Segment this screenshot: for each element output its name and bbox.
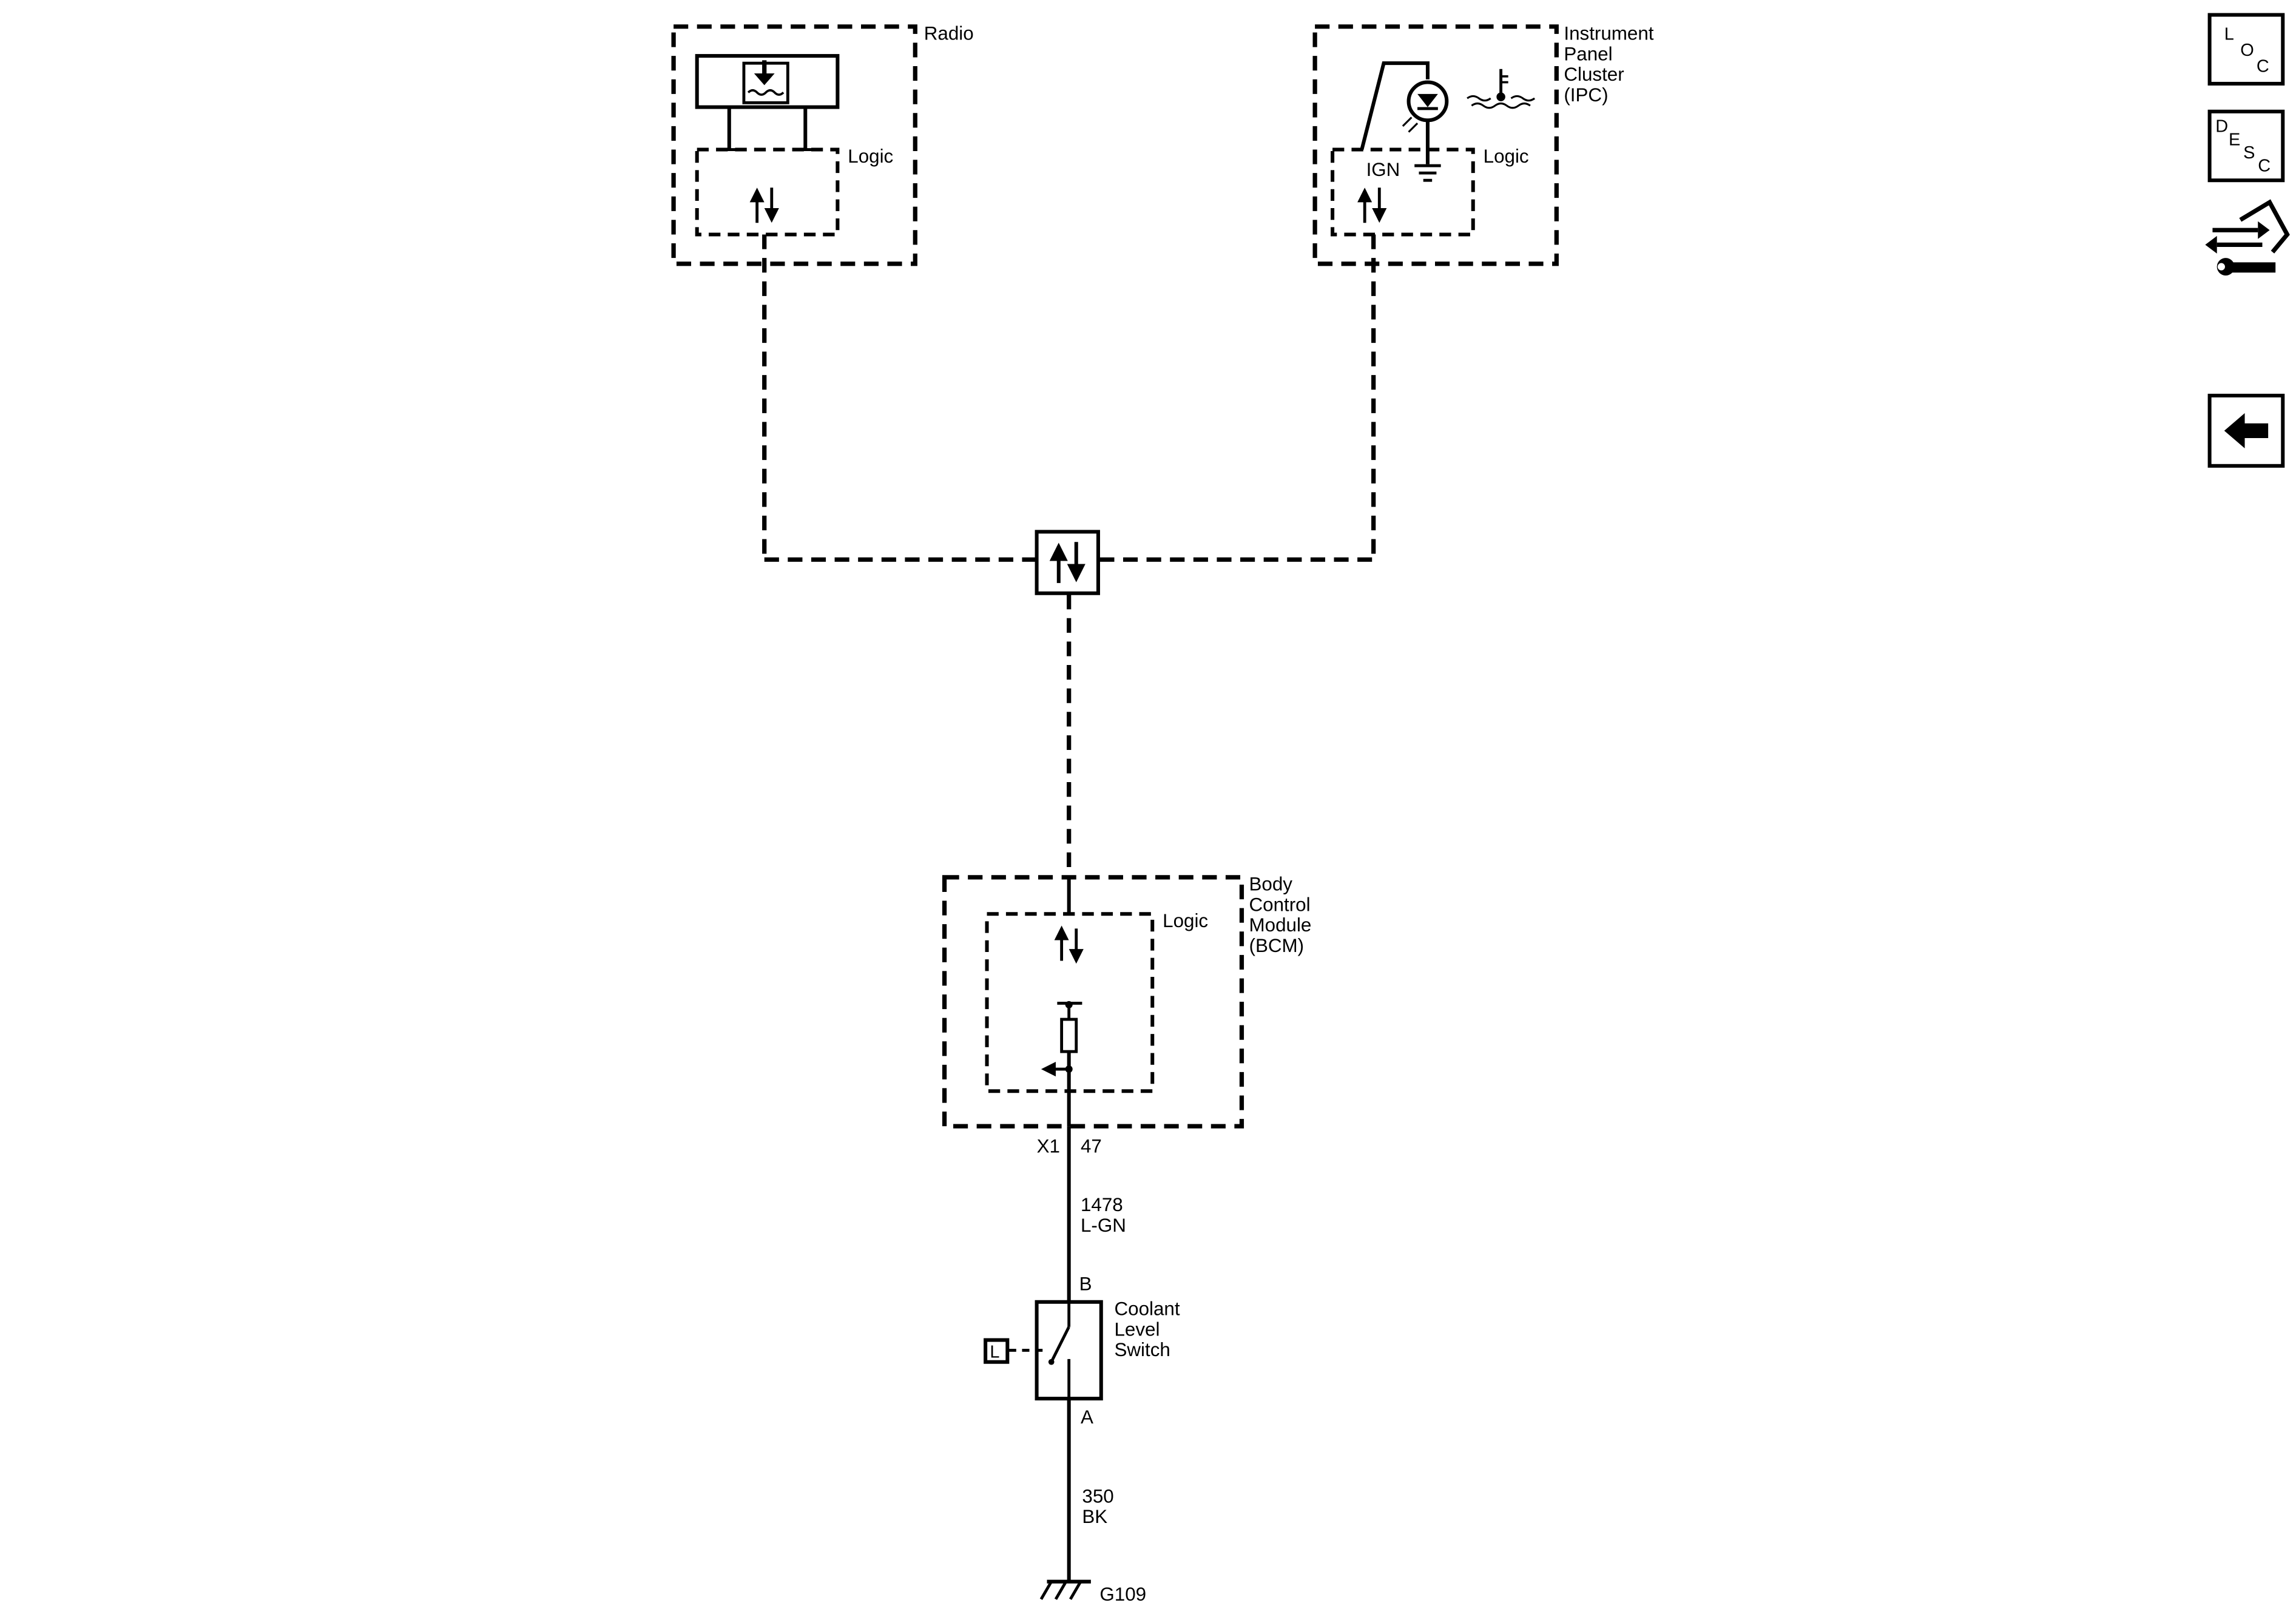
coolant-temperature-icon bbox=[1467, 69, 1536, 109]
body-control-module: Body Control Module (BCM) Logic bbox=[942, 874, 1317, 1129]
back-arrow-icon bbox=[2224, 413, 2269, 448]
bcm-title: Body Control Module (BCM) bbox=[1249, 874, 1317, 956]
switch-pin-b: B bbox=[1079, 1273, 1092, 1294]
circuit-number: 350 bbox=[1082, 1485, 1113, 1507]
desc-letter: S bbox=[2243, 143, 2255, 163]
desc-button[interactable]: D E S C bbox=[2207, 109, 2285, 183]
upper-wire-label: 1478 L-GN bbox=[1081, 1194, 1128, 1236]
connector-repair-icon[interactable] bbox=[2205, 199, 2290, 276]
switch-title-line: Coolant bbox=[1114, 1298, 1180, 1319]
switch-title-line: Level bbox=[1114, 1318, 1160, 1340]
serial-data-icon bbox=[1054, 925, 1084, 964]
ipc-title: Instrument Panel Cluster (IPC) bbox=[1564, 23, 1659, 106]
desc-letter: E bbox=[2229, 130, 2240, 149]
radio-logic-label: Logic bbox=[848, 146, 893, 167]
bcm-title-line: (BCM) bbox=[1249, 935, 1305, 956]
loc-button[interactable]: L O C bbox=[2207, 13, 2285, 86]
chassis-ground: G109 bbox=[1039, 1579, 1146, 1605]
coolant-level-indicator-lamp-icon bbox=[1360, 61, 1449, 164]
ipc-title-line: (IPC) bbox=[1564, 84, 1608, 106]
ipc-ign-label: IGN bbox=[1366, 159, 1400, 180]
loc-letter: O bbox=[2240, 41, 2254, 60]
coolant-level-switch: B A Coolant Level Switch L bbox=[984, 1273, 1185, 1428]
location-marker[interactable]: L bbox=[984, 1338, 1010, 1364]
ipc-title-line: Instrument bbox=[1564, 23, 1653, 44]
desc-letter: D bbox=[2215, 117, 2228, 137]
radio-title: Radio bbox=[924, 23, 974, 44]
serial-data-bus-icon bbox=[1035, 530, 1100, 595]
ipc-title-line: Panel bbox=[1564, 43, 1612, 64]
back-button[interactable] bbox=[2207, 393, 2285, 468]
ground-icon bbox=[1414, 164, 1441, 182]
ipc-title-line: Cluster bbox=[1564, 64, 1624, 85]
ground-label: G109 bbox=[1099, 1584, 1146, 1605]
loc-letter: L bbox=[2224, 25, 2234, 44]
loc-letter: C bbox=[2257, 57, 2269, 76]
circuit-number: 1478 bbox=[1081, 1194, 1123, 1215]
serial-data-bus bbox=[762, 234, 1376, 879]
serial-data-icon bbox=[749, 187, 779, 223]
coolant-level-warning-icon bbox=[695, 54, 840, 151]
bcm-logic-label: Logic bbox=[1163, 910, 1208, 931]
ipc-logic-label: Logic bbox=[1484, 146, 1529, 167]
switch-title: Coolant Level Switch bbox=[1114, 1298, 1185, 1360]
location-marker-letter: L bbox=[990, 1342, 999, 1362]
switch-title-line: Switch bbox=[1114, 1339, 1170, 1360]
radio-module: Radio Logic bbox=[671, 23, 974, 266]
wire-color: L-GN bbox=[1081, 1215, 1126, 1236]
pull-up-resistor-icon bbox=[1057, 1001, 1082, 1127]
bcm-pin-label: 47 bbox=[1081, 1136, 1102, 1157]
desc-letter: C bbox=[2258, 157, 2271, 176]
instrument-panel-cluster: Instrument Panel Cluster (IPC) Logic IGN bbox=[1312, 23, 1659, 266]
bcm-title-line: Module bbox=[1249, 914, 1312, 936]
wire-color: BK bbox=[1082, 1506, 1107, 1527]
switch-pin-a: A bbox=[1081, 1406, 1093, 1428]
bcm-title-line: Control bbox=[1249, 894, 1311, 915]
bcm-title-line: Body bbox=[1249, 874, 1293, 895]
bcm-connector-label: X1 bbox=[1037, 1136, 1060, 1157]
serial-data-icon bbox=[1357, 187, 1387, 223]
lower-wire-label: 350 BK bbox=[1082, 1485, 1119, 1527]
